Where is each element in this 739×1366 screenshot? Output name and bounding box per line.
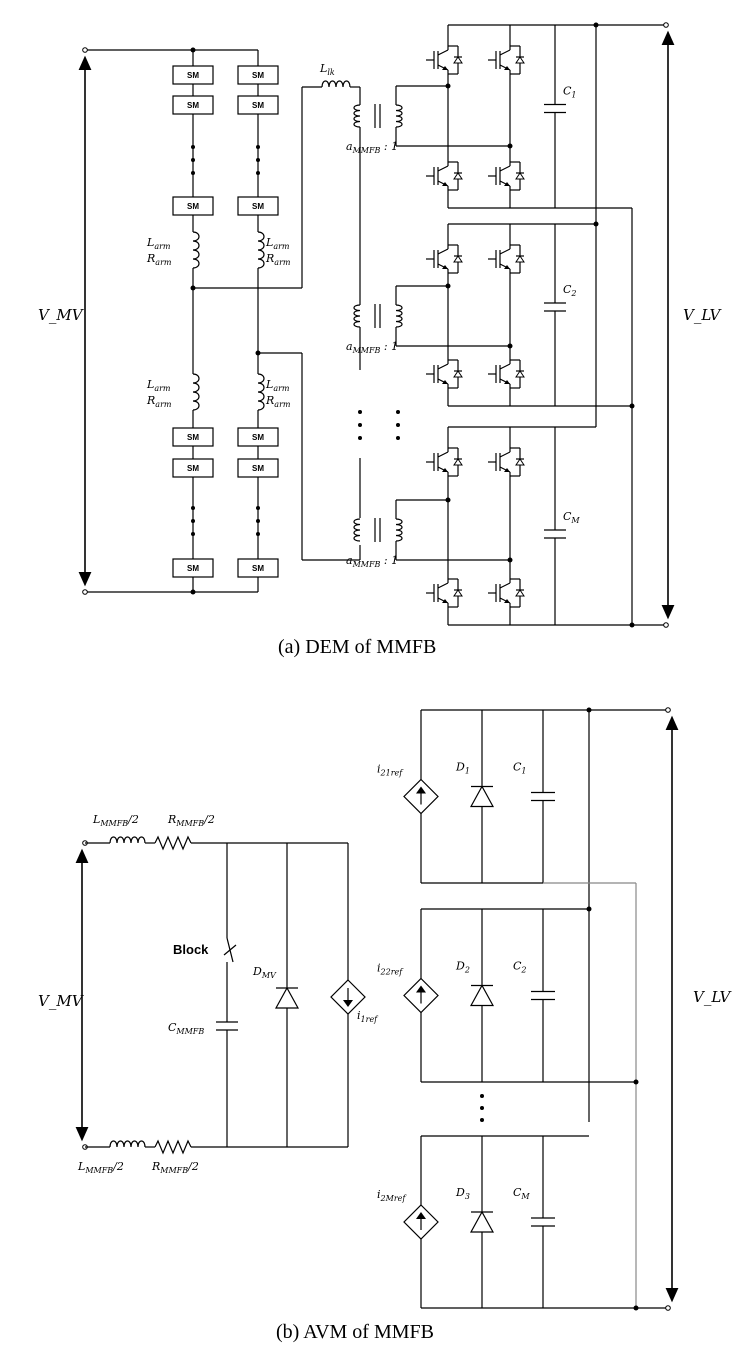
arm-inductors <box>186 231 265 411</box>
sm-label: SM <box>187 564 199 573</box>
capacitor-label: CM <box>513 1186 530 1201</box>
r-arm-label-1: Rarm <box>146 252 172 267</box>
igbt-switch <box>426 42 463 78</box>
sm-label: SM <box>187 433 199 442</box>
l-mmfb-top: LMMFB/2 <box>92 813 139 828</box>
capacitor-label: C2 <box>513 960 527 975</box>
l-arm-label-4: Larm <box>265 378 290 393</box>
igbt-switch <box>488 356 525 392</box>
l-lk-label: Llk <box>319 62 335 77</box>
capacitor-label: C1 <box>563 85 577 100</box>
l-arm-label-1: Larm <box>146 236 171 251</box>
sm-box: SM <box>237 95 279 115</box>
r-arm-label-3: Rarm <box>146 394 172 409</box>
r-arm-label-2: Rarm <box>265 252 291 267</box>
d-mv-label: DMV <box>252 965 277 980</box>
avm-cell: i2Mref D3 CM <box>377 1135 636 1309</box>
igbt-switch <box>426 575 463 611</box>
sm-box: SM <box>172 427 214 447</box>
sm-label: SM <box>252 71 264 80</box>
igbt-switch <box>426 241 463 277</box>
r-mmfb-top: RMMFB/2 <box>167 813 215 828</box>
h-bridge-module: CM <box>395 426 632 626</box>
capacitor-label: C1 <box>513 761 527 776</box>
transformer: aMMFB : 1 <box>346 512 403 569</box>
i-1ref-label: i1ref <box>357 1009 379 1024</box>
r-mmfb-bot: RMMFB/2 <box>151 1160 199 1175</box>
sm-label: SM <box>252 433 264 442</box>
igbt-switch <box>426 158 463 194</box>
sm-label: SM <box>187 71 199 80</box>
sm-box: SM <box>237 458 279 478</box>
sm-label: SM <box>252 101 264 110</box>
h-bridge-module: C2 <box>395 223 632 407</box>
diode-label: D2 <box>455 960 470 975</box>
igbt-switch <box>488 444 525 480</box>
turns-ratio-label: aMMFB : 1 <box>346 140 398 155</box>
l-mmfb-bot: LMMFB/2 <box>77 1160 124 1175</box>
current-source-label: i22ref <box>377 962 404 977</box>
module-ellipsis <box>358 410 400 440</box>
caption-b: (b) AVM of MMFB <box>276 1321 434 1343</box>
sm-label: SM <box>187 101 199 110</box>
sm-box: SM <box>172 196 214 216</box>
arm-ellipsis <box>191 145 260 536</box>
avm-diagram: V_MV LMMFB/2 RMMFB/2 LMMFB/2 RMMFB/2 Blo… <box>38 707 733 1343</box>
avm-cell-group: i21ref D1 C1 i22ref D2 C2 i2Mref D3 CM <box>377 709 636 1309</box>
turns-ratio-label: aMMFB : 1 <box>346 340 398 355</box>
sm-box: SM <box>237 427 279 447</box>
igbt-switch <box>488 241 525 277</box>
avm-cell: i21ref D1 C1 <box>377 709 589 884</box>
sm-label: SM <box>187 464 199 473</box>
submodule-group: SM SM SM SM SM SM SM SM SM SM SM SM <box>172 65 279 578</box>
caption-a: (a) DEM of MMFB <box>278 636 436 658</box>
igbt-switch <box>426 444 463 480</box>
l-arm-label-2: Larm <box>265 236 290 251</box>
v-lv-label-b: V_LV <box>693 988 733 1006</box>
sm-box: SM <box>237 196 279 216</box>
block-label: Block <box>173 942 209 957</box>
transformer-group: aMMFB : 1 aMMFB : 1 aMMFB : 1 <box>346 98 403 569</box>
l-arm-label-3: Larm <box>146 378 171 393</box>
sm-box: SM <box>172 558 214 578</box>
diode-label: D1 <box>455 761 470 776</box>
capacitor-label: CM <box>563 510 580 525</box>
r-arm-label-4: Rarm <box>265 394 291 409</box>
c-mmfb-label: CMMFB <box>168 1021 204 1036</box>
igbt-switch <box>426 356 463 392</box>
sm-box: SM <box>237 65 279 85</box>
sm-label: SM <box>252 464 264 473</box>
sm-label: SM <box>252 202 264 211</box>
avm-cell: i22ref D2 C2 <box>377 908 636 1083</box>
sm-label: SM <box>187 202 199 211</box>
dem-diagram: V_MV SM SM SM SM SM SM SM SM SM SM SM SM Larm Rarm <box>38 22 723 658</box>
capacitor-label: C2 <box>563 283 577 298</box>
current-source-label: i21ref <box>377 763 404 778</box>
sm-label: SM <box>252 564 264 573</box>
sm-box: SM <box>172 458 214 478</box>
igbt-switch <box>488 42 525 78</box>
h-bridge-module: C1 <box>395 24 632 209</box>
sm-box: SM <box>237 558 279 578</box>
sm-box: SM <box>172 65 214 85</box>
transformer: aMMFB : 1 <box>346 98 403 155</box>
v-lv-label: V_LV <box>683 306 723 324</box>
current-source-label: i2Mref <box>377 1188 407 1203</box>
v-mv-label-b: V_MV <box>38 992 85 1010</box>
v-mv-label: V_MV <box>38 306 85 324</box>
turns-ratio-label: aMMFB : 1 <box>346 554 398 569</box>
igbt-switch <box>488 575 525 611</box>
sm-box: SM <box>172 95 214 115</box>
transformer: aMMFB : 1 <box>346 298 403 355</box>
igbt-switch <box>488 158 525 194</box>
diode-label: D3 <box>455 1186 470 1201</box>
